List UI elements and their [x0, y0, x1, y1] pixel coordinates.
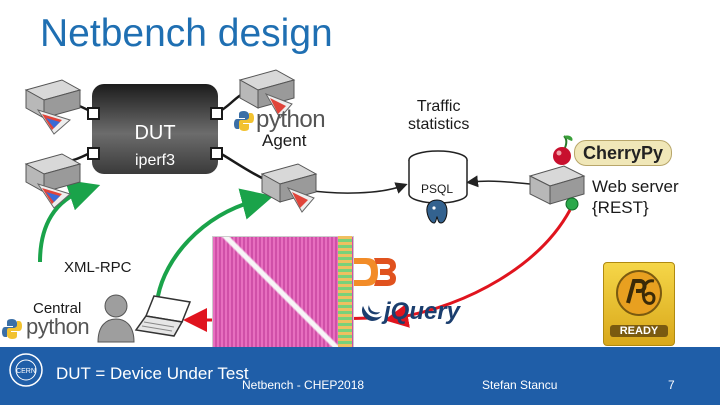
cern-logo-icon: CERN	[9, 353, 43, 387]
cherry-icon	[553, 135, 573, 165]
jquery-logo-icon	[362, 305, 382, 321]
svg-text:CERN: CERN	[16, 368, 36, 375]
d3-logo-icon	[354, 258, 396, 286]
dut-box	[92, 84, 218, 174]
footer-dut-definition: DUT = Device Under Test	[56, 364, 249, 383]
server-icon	[238, 69, 296, 119]
cherrypy-logo-text: CherryPy	[583, 143, 664, 163]
central-python-logo-text: python	[26, 314, 90, 339]
rest-arrow-to-central	[384, 209, 572, 328]
ipv6-ready-logo: READY	[603, 262, 675, 346]
webserver-arrow-to-psql	[466, 175, 531, 188]
postgresql-elephant-icon	[426, 199, 448, 224]
agent-label: Agent	[262, 131, 307, 150]
laptop-icon	[134, 295, 192, 337]
python-logo-icon	[234, 111, 254, 131]
traffic-label-line1: Traffic	[416, 98, 461, 115]
web-server-label: Web server {REST}	[592, 176, 679, 218]
statistics-matrix-image	[212, 236, 354, 352]
web-server-line2: {REST}	[592, 198, 649, 217]
footer-event: Netbench - CHEP2018	[242, 378, 365, 392]
dut-port-bottom-left	[87, 147, 100, 160]
ipv6-emblem-icon	[616, 270, 662, 316]
dut-link-bottom-right	[217, 150, 263, 180]
footer-page-number: 7	[668, 378, 675, 392]
dut-port-bottom-right	[210, 147, 223, 160]
python-logo-text: python	[256, 106, 326, 133]
statistics-matrix-edge	[338, 236, 352, 350]
web-server-line1: Web server	[592, 177, 679, 196]
dut-port-top-left	[87, 107, 100, 120]
jquery-logo-text: jQuery	[384, 298, 461, 325]
footer-bar	[0, 347, 720, 405]
cherrypy-logo: CherryPy	[574, 140, 672, 166]
xmlrpc-label: XML-RPC	[64, 259, 132, 276]
d3-logo-text: D3	[380, 262, 381, 263]
user-icon	[97, 294, 135, 343]
ipv6-ready-text: READY	[610, 325, 668, 337]
traffic-statistics-label: Traffic statistics	[408, 98, 469, 134]
xmlrpc-arrow-left	[38, 179, 101, 263]
xmlrpc-arrow-right	[156, 188, 274, 297]
traffic-label-line2: statistics	[408, 116, 470, 133]
server-icon	[24, 153, 82, 209]
psql-label: PSQL	[421, 182, 454, 196]
dut-port-top-right	[210, 107, 223, 120]
dut-label: DUT	[134, 122, 176, 144]
server-icon	[24, 79, 82, 135]
slide-title: Netbench design	[40, 12, 333, 55]
footer-author: Stefan Stancu	[482, 378, 558, 392]
server-icon	[260, 163, 318, 213]
web-server-icon	[528, 165, 586, 211]
iperf3-label: iperf3	[134, 152, 176, 169]
central-label: Central	[33, 300, 82, 317]
python-logo-icon	[2, 319, 22, 339]
database-icon	[408, 150, 468, 204]
